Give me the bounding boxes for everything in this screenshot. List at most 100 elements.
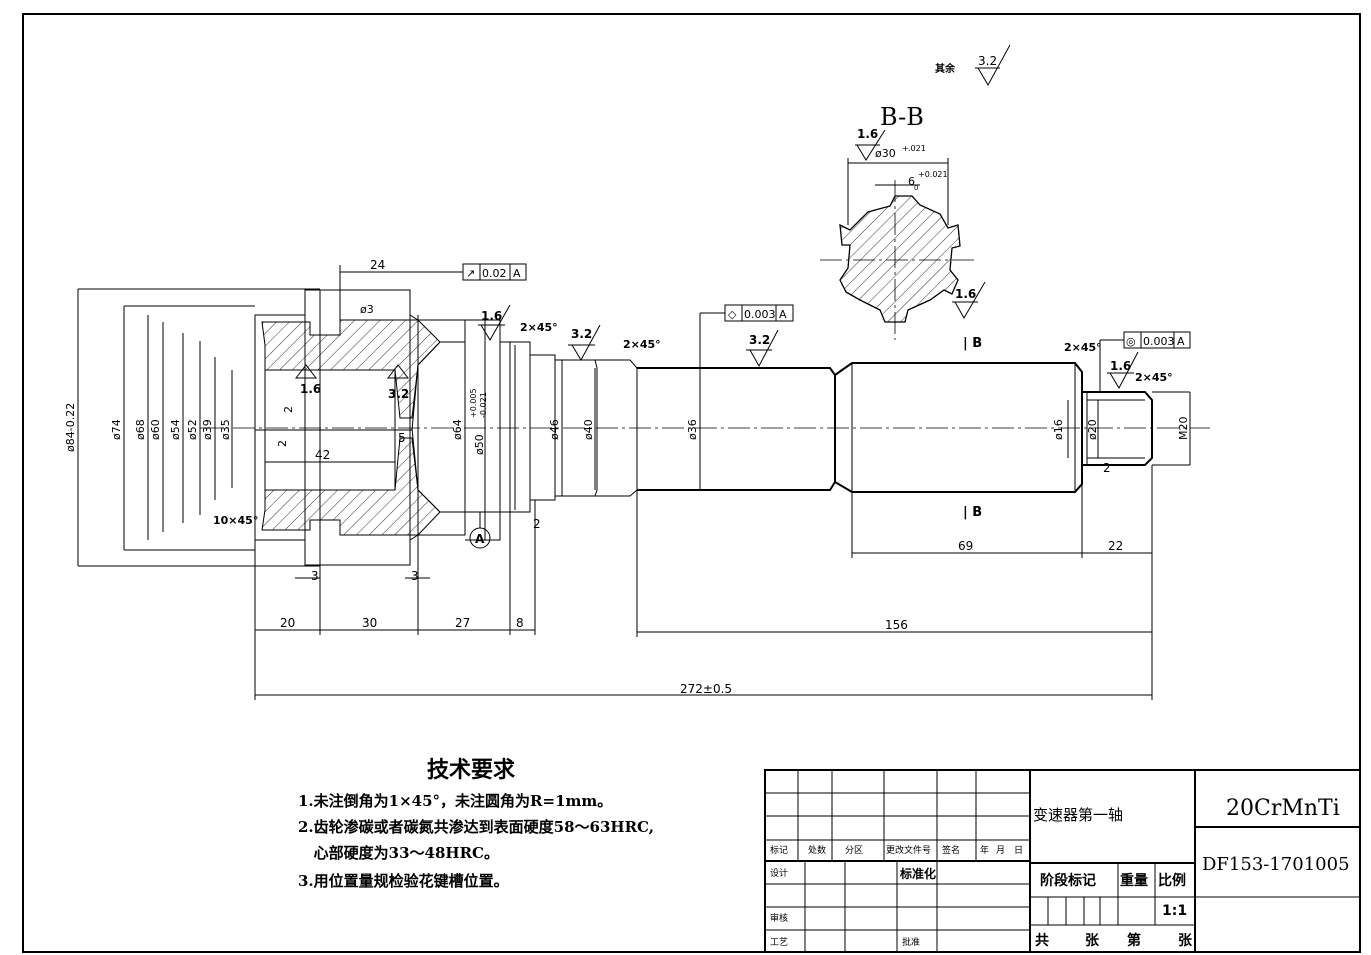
shaft-body bbox=[637, 362, 1153, 493]
svg-text:2×45°: 2×45° bbox=[1064, 341, 1102, 354]
svg-text:ø36: ø36 bbox=[686, 419, 699, 440]
tech-item-3: 心部硬度为33～48HRC。 bbox=[298, 844, 499, 862]
svg-text:ø40: ø40 bbox=[582, 419, 595, 440]
section-key-dim: 6 bbox=[908, 175, 915, 188]
sheet-number-unit: 张 bbox=[1178, 933, 1193, 949]
svg-text:2: 2 bbox=[533, 517, 541, 531]
tb-label: 分区 bbox=[845, 845, 863, 856]
svg-text:156: 156 bbox=[885, 618, 908, 632]
spline-section bbox=[839, 195, 961, 323]
roughness-symbols: 1.6 3.2 3.2 1.6 1.6 1.6 3.2 1.6 bbox=[294, 127, 1139, 401]
tb-label: 日 bbox=[1014, 845, 1023, 856]
title-block: 标记 处数 分区 更改文件号 签名 年 月 日 设计 标准化 审核 工艺 批准 … bbox=[764, 769, 1361, 953]
svg-text:10×45°: 10×45° bbox=[213, 514, 258, 527]
svg-text:↗: ↗ bbox=[466, 267, 475, 280]
tech-item-2: 2.齿轮渗碳或者碳氮共渗达到表面硬度58～63HRC, bbox=[298, 818, 654, 836]
tb-label: 签名 bbox=[942, 844, 960, 856]
svg-text:8: 8 bbox=[516, 616, 524, 630]
svg-text:ø16: ø16 bbox=[1052, 419, 1065, 440]
tb-label: 年 bbox=[980, 844, 989, 856]
hatch-upper bbox=[261, 319, 441, 419]
svg-text:2×45°: 2×45° bbox=[623, 338, 661, 351]
svg-text:2×45°: 2×45° bbox=[1135, 371, 1173, 384]
svg-text:M20: M20 bbox=[1177, 417, 1190, 441]
roughness-symbol: 3.2 bbox=[568, 324, 601, 362]
roughness-symbol: 1.6 bbox=[294, 364, 321, 396]
svg-text:ø54: ø54 bbox=[169, 419, 182, 440]
drawing-frame bbox=[22, 13, 1361, 953]
drawing-number: DF153-1701005 bbox=[1202, 854, 1350, 875]
other-roughness-value: 3.2 bbox=[978, 54, 997, 68]
section-key-tol-bot: 0 bbox=[914, 184, 918, 192]
tb-label: 批准 bbox=[902, 936, 920, 948]
svg-text:0.02: 0.02 bbox=[482, 267, 507, 280]
part-name: 变速器第一轴 bbox=[1033, 806, 1123, 824]
svg-text:3: 3 bbox=[311, 569, 319, 583]
svg-text:1.6: 1.6 bbox=[300, 382, 321, 396]
svg-text:ø74: ø74 bbox=[110, 419, 123, 440]
section-bore-tol-sign: + bbox=[902, 144, 909, 153]
svg-text:◇: ◇ bbox=[728, 308, 737, 321]
gtol-runout: ↗ 0.02 A bbox=[418, 263, 527, 281]
section-mark-top: | B bbox=[963, 336, 982, 351]
svg-text:ø50: ø50 bbox=[473, 434, 486, 455]
material: 20CrMnTi bbox=[1226, 796, 1340, 821]
svg-text:42: 42 bbox=[315, 448, 330, 462]
svg-text:ø52: ø52 bbox=[186, 419, 199, 440]
svg-text:24: 24 bbox=[370, 258, 385, 272]
section-bore-tol: .021 bbox=[908, 144, 926, 153]
sheet-total-unit: 张 bbox=[1085, 933, 1100, 949]
tb-label: 月 bbox=[996, 845, 1005, 856]
roughness-symbol: 1.6 bbox=[478, 304, 511, 341]
svg-text:ø84-0.22: ø84-0.22 bbox=[64, 403, 77, 452]
roughness-symbol: 3.2 bbox=[386, 364, 409, 401]
tb-label: 标记 bbox=[770, 844, 788, 856]
svg-text:3.2: 3.2 bbox=[571, 327, 592, 341]
svg-text:ø20: ø20 bbox=[1086, 419, 1099, 440]
svg-text:A: A bbox=[779, 308, 787, 321]
svg-text:22: 22 bbox=[1108, 539, 1123, 553]
tech-item-1: 1.未注倒角为1×45°，未注圆角为R=1mm。 bbox=[298, 792, 612, 810]
datum-a: A bbox=[465, 511, 500, 549]
svg-text:3.2: 3.2 bbox=[388, 387, 409, 401]
scale-label: 比例 bbox=[1158, 872, 1186, 889]
chamfer-labels: 2×45° 2×45° 2×45° 2×45° 10×45° bbox=[213, 321, 1173, 527]
roughness-symbol: 1.6 bbox=[855, 127, 886, 161]
other-roughness-label: 其余 bbox=[935, 62, 956, 75]
svg-text:1.6: 1.6 bbox=[1110, 359, 1131, 373]
svg-text:30: 30 bbox=[362, 616, 377, 630]
svg-text:◎: ◎ bbox=[1126, 335, 1136, 348]
tech-requirements: 技术要求 1.未注倒角为1×45°，未注圆角为R=1mm。 2.齿轮渗碳或者碳氮… bbox=[298, 757, 654, 890]
svg-text:ø39: ø39 bbox=[201, 419, 214, 440]
weight-label: 重量 bbox=[1120, 872, 1148, 889]
svg-text:2: 2 bbox=[276, 440, 289, 447]
section-bore-dim: ø30 bbox=[875, 147, 896, 160]
svg-text:ø3: ø3 bbox=[360, 303, 374, 316]
diameter-dims: ø84-0.22 ø74 ø68 ø60 ø54 ø52 ø39 ø35 ø64… bbox=[64, 288, 1191, 567]
gtol-cylindricity: ◇ 0.003 A bbox=[699, 304, 794, 368]
tb-label: 审核 bbox=[770, 912, 788, 924]
tb-label: 处数 bbox=[808, 844, 826, 856]
tb-label: 设计 bbox=[770, 867, 788, 879]
svg-text:0.003: 0.003 bbox=[1143, 335, 1175, 348]
section-mark-bottom: | B bbox=[963, 505, 982, 520]
svg-text:5: 5 bbox=[398, 431, 406, 445]
section-view-bb: B-B ø30 + .021 6 +0.021 0 bbox=[820, 103, 975, 340]
svg-text:2: 2 bbox=[282, 406, 295, 413]
other-roughness-symbol: 3.2 bbox=[975, 44, 1011, 87]
shaft-segment-36 bbox=[637, 367, 836, 491]
hatch-lower bbox=[261, 437, 441, 536]
svg-text:1.6: 1.6 bbox=[481, 309, 502, 323]
svg-text:27: 27 bbox=[455, 616, 470, 630]
roughness-symbol: 3.2 bbox=[746, 329, 779, 368]
gtol-concentricity: ◎ 0.003 A bbox=[1099, 331, 1191, 392]
shaft-thread bbox=[1082, 391, 1153, 466]
stage-mark-label: 阶段标记 bbox=[1040, 872, 1096, 889]
shaft-spline bbox=[834, 362, 1083, 493]
svg-text:ø60: ø60 bbox=[149, 419, 162, 440]
length-dims: 24 42 5 2 2 2 3 3 20 30 27 8 156 69 22 2… bbox=[254, 258, 1153, 700]
svg-text:3.2: 3.2 bbox=[749, 333, 770, 347]
svg-text:1.6: 1.6 bbox=[955, 287, 976, 301]
sheet-number-label: 第 bbox=[1127, 932, 1141, 949]
